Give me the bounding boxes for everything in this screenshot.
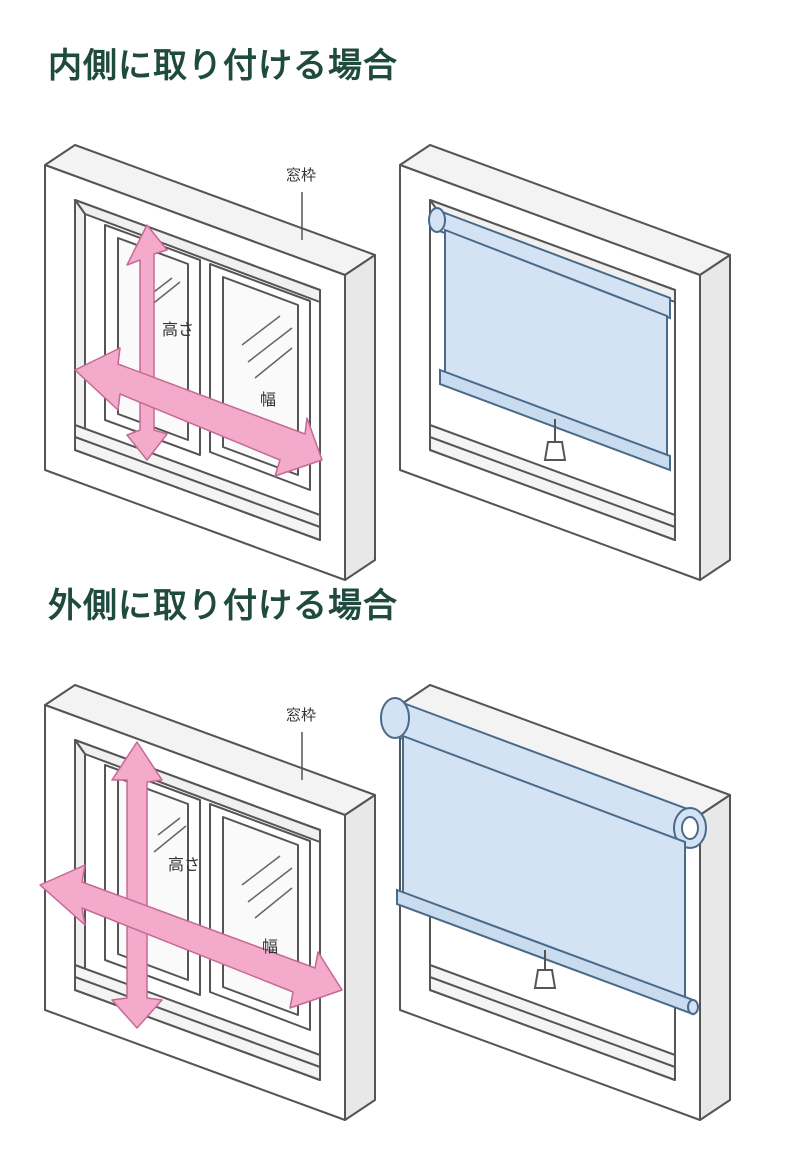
width-label-inside: 幅: [260, 390, 276, 409]
window-diagram-inside-blind: [399, 144, 731, 581]
width-arrow-outside: [39, 864, 343, 1009]
section-heading-outside: 外側に取り付ける場合: [48, 586, 398, 626]
window-diagram-outside-measure: 窓枠 高さ 幅: [39, 684, 376, 1121]
window-diagram-outside-blind: [380, 684, 731, 1121]
frame-label-outside: 窓枠: [286, 706, 316, 724]
window-diagram-inside-measure: 窓枠 高さ 幅: [44, 144, 376, 581]
width-label-outside: 幅: [262, 937, 278, 956]
height-label-inside: 高さ: [162, 320, 194, 339]
height-label-outside: 高さ: [168, 855, 200, 874]
frame-label-inside: 窓枠: [286, 166, 316, 184]
width-arrow-inside: [74, 347, 323, 477]
section-heading-inside: 内側に取り付ける場合: [48, 46, 398, 86]
